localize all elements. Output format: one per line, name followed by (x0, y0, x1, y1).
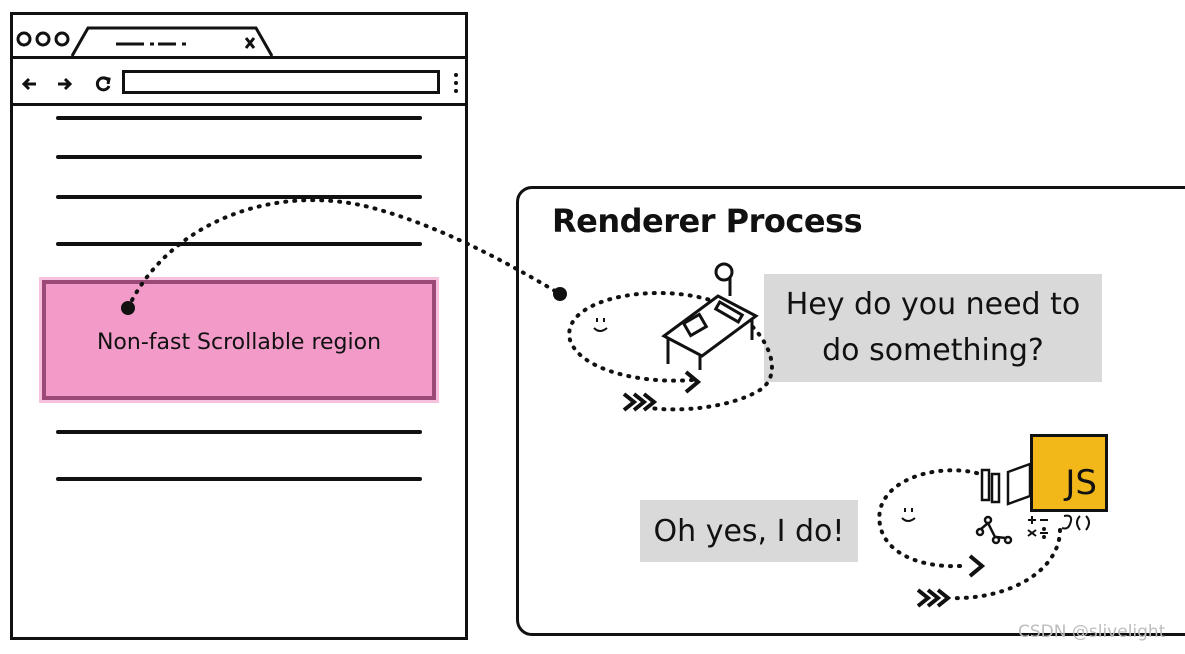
content-line (56, 195, 422, 199)
address-bar[interactable] (122, 70, 440, 94)
answer-bubble: Oh yes, I do! (640, 500, 858, 562)
math-symbols-icon (1027, 514, 1090, 539)
toolbar-divider (10, 103, 468, 106)
question-bubble: Hey do you need to do something? (764, 274, 1102, 382)
forward-arrow-icon[interactable] (58, 77, 73, 91)
content-line (56, 430, 422, 434)
question-text: Hey do you need to do something? (785, 287, 1081, 368)
non-fast-scrollable-region: Non-fast Scrollable region (39, 277, 439, 403)
start-dot-icon (121, 301, 135, 315)
region-label: Non-fast Scrollable region (96, 329, 382, 355)
content-line (56, 477, 422, 481)
titlebar-divider (10, 56, 468, 59)
smiley-face-icon (593, 318, 608, 332)
js-label: JS (1065, 463, 1097, 503)
main-thread-loop (877, 468, 992, 569)
smiley-face-icon (901, 508, 916, 522)
fast-forward-icon (916, 588, 952, 608)
thread-arrow-icon (968, 554, 986, 578)
desk-icon (661, 262, 759, 370)
end-dot-icon (553, 287, 567, 301)
compositor-thread-loop (567, 291, 774, 412)
browser-tab[interactable] (70, 26, 274, 57)
js-badge: JS (1030, 434, 1108, 512)
tab-close-icon[interactable] (244, 37, 256, 49)
thread-arrow-icon (684, 370, 702, 394)
tools-icon (975, 462, 1032, 545)
fast-forward-icon (622, 392, 658, 412)
content-line (56, 116, 422, 120)
event-dotted-path (126, 198, 562, 310)
watermark: CSDN @slivelight (1018, 622, 1166, 642)
reload-icon[interactable] (95, 76, 111, 92)
menu-dots-icon[interactable] (454, 73, 458, 93)
content-line (56, 242, 422, 246)
back-arrow-icon[interactable] (21, 77, 36, 91)
main-thread-loop-tail (948, 528, 1062, 601)
renderer-title: Renderer Process (552, 202, 863, 240)
window-controls-icon (16, 31, 70, 47)
answer-text: Oh yes, I do! (653, 513, 845, 549)
content-line (56, 155, 422, 159)
